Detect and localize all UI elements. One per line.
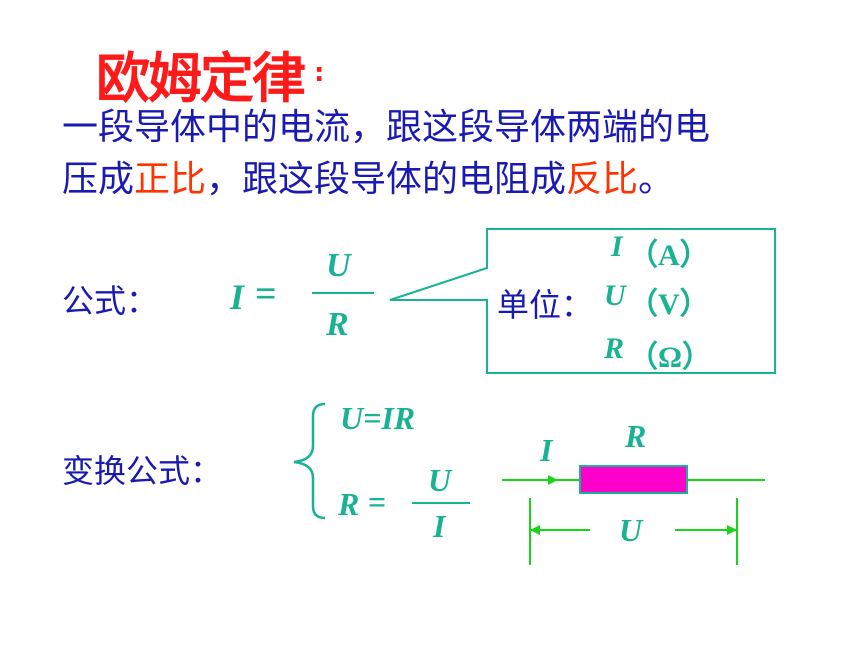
voltage-label: U (619, 512, 643, 548)
callout-box (389, 228, 776, 374)
transform-fraction-bar (412, 502, 470, 504)
unit-current-value: （A） (628, 239, 710, 272)
statement-line-1: 一段导体中的电流，跟这段导体两端的电 (62, 107, 711, 148)
formula-numerator: U (326, 247, 351, 284)
formula-label: 公式： (62, 282, 159, 320)
transform-eq2-denominator: I (433, 508, 446, 544)
formula-denominator: R (326, 306, 349, 343)
unit-current-symbol: I (611, 230, 623, 263)
formula-fraction-bar (312, 292, 374, 294)
unit-resistance-symbol: R (604, 332, 625, 365)
unit-voltage-symbol: U (604, 279, 626, 312)
transform-eq2-numerator: U (428, 462, 452, 498)
current-label: I (540, 432, 553, 468)
units-label: 单位： (497, 286, 594, 324)
transform-eq2-equals: = (368, 484, 387, 520)
formula-lhs: I (230, 277, 245, 317)
left-brace (293, 402, 326, 520)
inverse-proportional-text: 反比 (566, 159, 639, 200)
voltage-arrowhead-right-icon (727, 525, 737, 535)
statement-text: 。 (638, 159, 675, 200)
current-arrow-icon (548, 475, 558, 485)
page-title: 欧姆定律 (96, 47, 306, 110)
statement-line-2: 压成正比，跟这段导体的电阻成反比。 (62, 150, 674, 202)
voltage-arrowhead-left-icon (530, 525, 540, 535)
unit-resistance-value: （Ω） (628, 341, 713, 374)
unit-voltage-value: （V） (628, 288, 710, 321)
resistor-label: R (625, 418, 647, 454)
statement-text: ，跟这段导体的电阻成 (206, 159, 567, 200)
resistor (579, 465, 688, 494)
transform-eq2-lhs: R (338, 486, 360, 522)
transform-eq1: U=IR (340, 400, 416, 436)
proportional-text: 正比 (134, 159, 207, 200)
title-colon: : (314, 58, 325, 88)
transform-label: 变换公式： (62, 452, 223, 490)
statement-text: 压成 (62, 159, 135, 200)
formula-equals: = (255, 273, 277, 315)
